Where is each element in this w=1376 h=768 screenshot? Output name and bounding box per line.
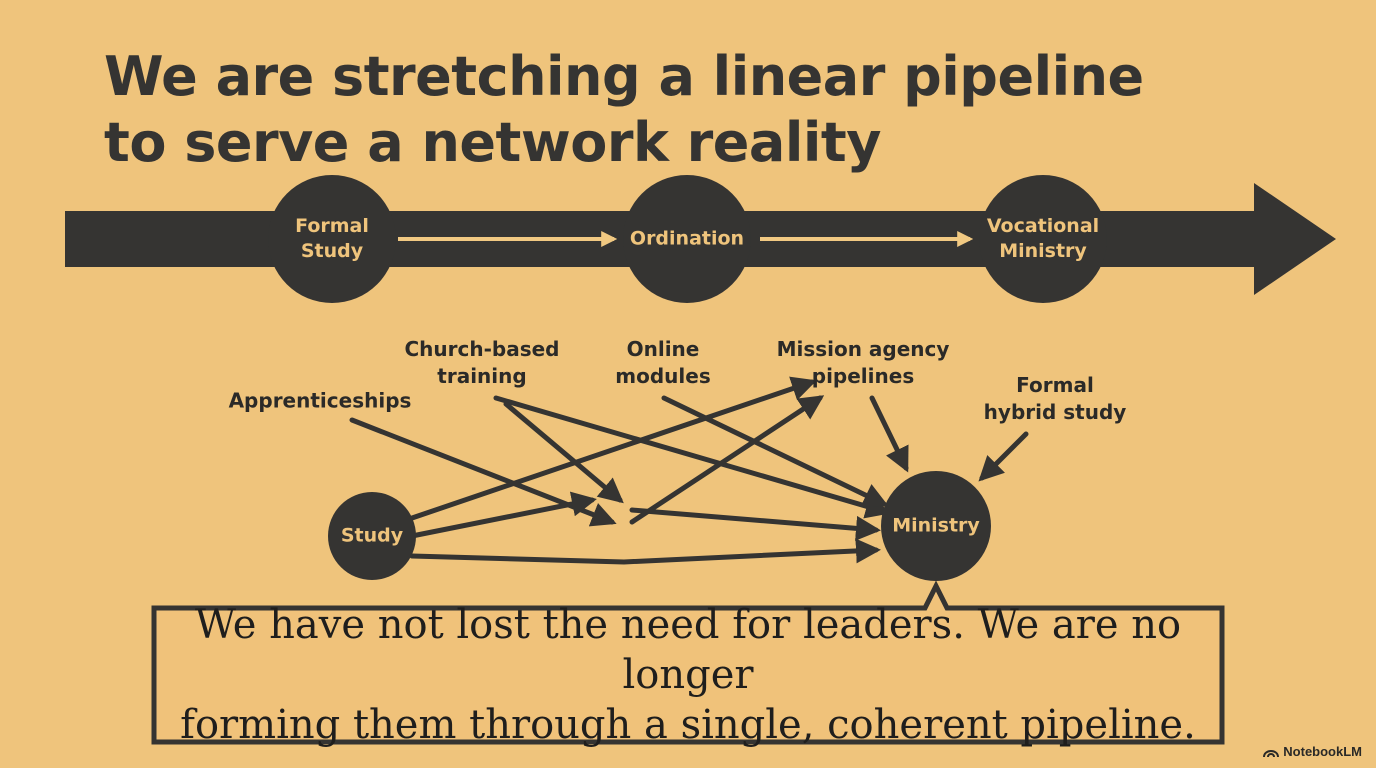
- stage-vocational-line-1: Vocational: [986, 215, 1100, 237]
- callout-box: [151, 580, 1225, 745]
- route-church-line-1: Church-based: [404, 337, 560, 361]
- pipeline-stage-formal-study: [268, 175, 396, 303]
- callout-line-1: We have not lost the need for leaders. W…: [194, 602, 1182, 698]
- stage-ordination-text: Ordination: [629, 227, 745, 250]
- route-mission-line-1: Mission agency: [776, 337, 950, 361]
- node-study-label: Study: [340, 524, 404, 547]
- title-line-2: to serve a network reality: [104, 111, 881, 174]
- network-arrow-knot-to-ministry: [629, 507, 881, 541]
- notebooklm-logo-icon: [1263, 749, 1280, 757]
- route-label-online: Online modules: [615, 336, 710, 390]
- network-arrow-church-to-ministry: [493, 395, 891, 519]
- callout-line-2: forming them through a single, coherent …: [180, 702, 1196, 748]
- network-node-ministry: [881, 471, 991, 581]
- route-hybrid-line-1: Formal: [1016, 373, 1094, 397]
- network-arrow-mission-direct: [869, 395, 909, 473]
- stage-vocational-ministry-label: Vocational Ministry: [987, 214, 1099, 264]
- route-online-line-1: Online: [626, 337, 700, 361]
- network-arrow-hybrid: [978, 431, 1029, 482]
- notebooklm-watermark: NotebookLM: [1263, 744, 1362, 759]
- route-church-line-2: training: [437, 364, 527, 388]
- stage-ordination-label: Ordination: [630, 227, 744, 252]
- network-arrow-church-to-knot: [503, 401, 624, 504]
- network-arrow-online: [661, 395, 889, 507]
- stage-formal-study-label: Formal Study: [295, 214, 369, 264]
- route-label-apprenticeships: Apprenticeships: [228, 388, 412, 413]
- route-mission-line-2: pipelines: [811, 364, 915, 388]
- callout-quote: We have not lost the need for leaders. W…: [162, 602, 1214, 748]
- stage-formal-study-line-1: Formal: [295, 215, 369, 237]
- network-arrow-study-to-knot: [409, 491, 597, 539]
- network-arrow-study-to-mission: [409, 376, 817, 521]
- node-ministry-label: Ministry: [892, 514, 980, 537]
- stage-vocational-line-2: Ministry: [999, 240, 1087, 262]
- route-label-church-based: Church-based training: [404, 336, 559, 390]
- stage-formal-study-line-2: Study: [300, 240, 364, 262]
- brand-name: NotebookLM: [1283, 744, 1362, 759]
- route-online-line-2: modules: [615, 364, 711, 388]
- title-line-1: We are stretching a linear pipeline: [104, 45, 1144, 108]
- route-label-mission-agency: Mission agency pipelines: [777, 336, 950, 390]
- network-arrow-knot-to-mission: [629, 395, 825, 525]
- page-title: We are stretching a linear pipeline to s…: [104, 44, 1144, 176]
- route-hybrid-line-2: hybrid study: [983, 400, 1127, 424]
- pipeline-stage-vocational-ministry: [979, 175, 1107, 303]
- pipeline-stage-ordination: [623, 175, 751, 303]
- network-node-study: [328, 492, 416, 580]
- network-arrow-study-to-ministry: [409, 538, 881, 565]
- route-label-formal-hybrid: Formal hybrid study: [984, 372, 1127, 426]
